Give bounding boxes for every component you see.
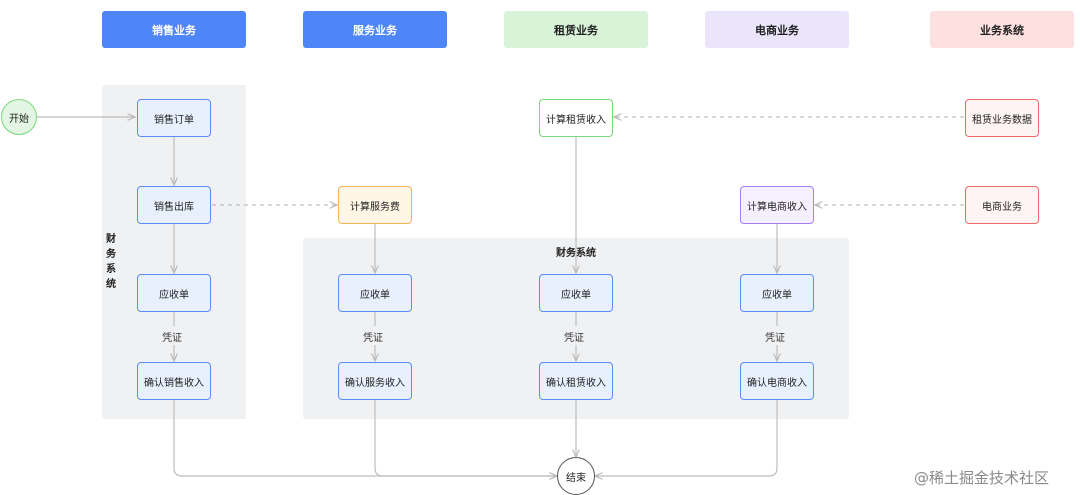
service-confirm-node: 确认服务收入 — [338, 362, 412, 400]
edge-sales-confirm-to-end — [173, 400, 557, 476]
lane-header-rental: 租赁业务 — [504, 11, 648, 48]
lane-header-sales: 销售业务 — [102, 11, 246, 48]
sales-outbound-node: 销售出库 — [137, 186, 211, 224]
finance-system-label-left: 财务系统 — [106, 234, 116, 290]
sales-order-node: 销售订单 — [137, 99, 211, 137]
rental-receivable-node: 应收单 — [539, 274, 613, 312]
sales-voucher-label: 凭证 — [162, 333, 182, 344]
service-voucher-label: 凭证 — [363, 333, 383, 344]
ecommerce-voucher-label: 凭证 — [765, 333, 785, 344]
ecommerce-confirm-node: 确认电商收入 — [740, 362, 814, 400]
lane-header-service: 服务业务 — [303, 11, 447, 48]
ecommerce-receivable-node: 应收单 — [740, 274, 814, 312]
calc-service-fee-node: 计算服务费 — [338, 186, 412, 224]
start-node: 开始 — [1, 99, 37, 135]
ecommerce-business-node: 电商业务 — [965, 186, 1039, 224]
watermark-text: @稀土掘金技术社区 — [914, 469, 1050, 487]
rental-confirm-node: 确认租赁收入 — [539, 362, 613, 400]
calc-ecommerce-income-node: 计算电商收入 — [740, 186, 814, 224]
sales-receivable-node: 应收单 — [137, 274, 211, 312]
sales-confirm-node: 确认销售收入 — [137, 362, 211, 400]
calc-rental-income-node: 计算租赁收入 — [539, 99, 613, 137]
lane-header-ecommerce: 电商业务 — [705, 11, 849, 48]
edge-ecommerce-confirm-to-end — [595, 400, 778, 476]
rental-voucher-label: 凭证 — [564, 333, 584, 344]
end-node: 结束 — [557, 457, 595, 495]
lane-header-business-system: 业务系统 — [930, 11, 1074, 48]
edge-service-confirm-to-end — [374, 400, 557, 476]
service-receivable-node: 应收单 — [338, 274, 412, 312]
rental-business-data-node: 租赁业务数据 — [965, 99, 1039, 137]
